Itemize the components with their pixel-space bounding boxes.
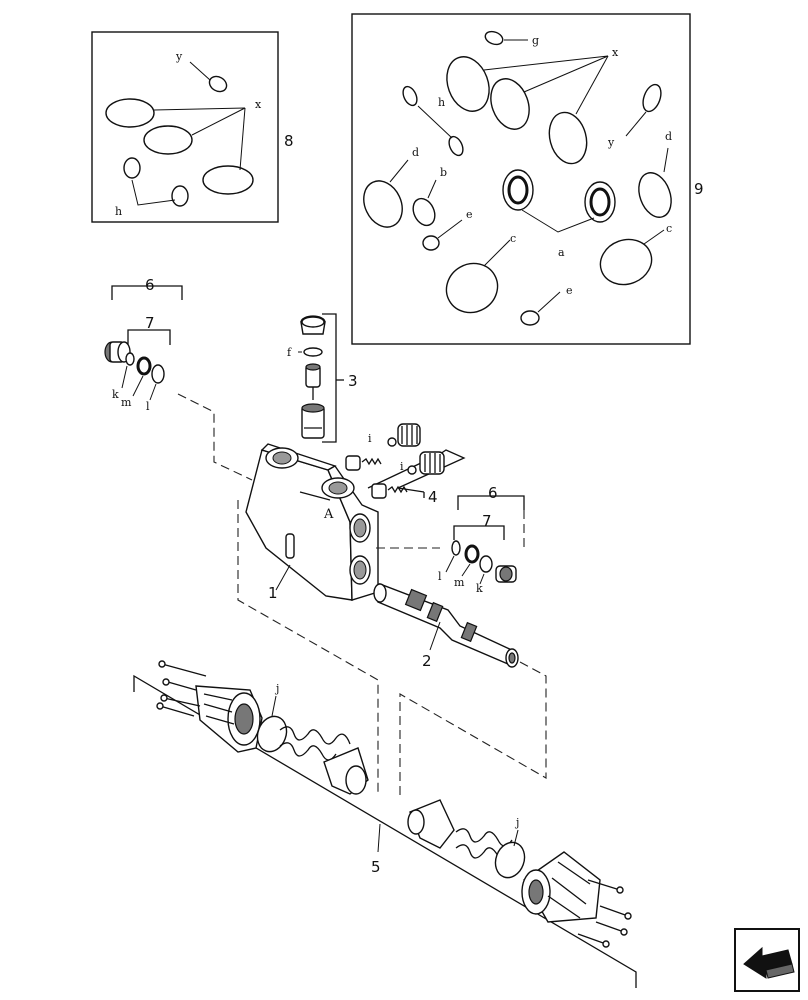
spring-group: j j [133, 660, 637, 988]
box9-letter-e-bottom: e [566, 284, 573, 297]
leader-body [275, 564, 291, 591]
relief-valve-group: f [287, 313, 344, 443]
valve-body: A [245, 443, 379, 601]
callout-2: 2 [422, 652, 432, 670]
callout-6-left: 6 [145, 276, 155, 294]
back-button[interactable] [734, 928, 800, 992]
box9-letter-d-right: d [665, 130, 672, 143]
callout-7-left: 7 [145, 314, 155, 332]
box8-letter-y: y [175, 50, 183, 63]
box9-letter-b: b [440, 166, 447, 179]
leader-body-left [237, 500, 379, 796]
spring-letter-j-left: j [274, 682, 279, 695]
box9-letter-y: y [607, 136, 615, 149]
box9-letter-h: h [438, 96, 445, 109]
body-port-a: A [323, 507, 334, 522]
callout-8: 8 [284, 132, 294, 150]
box9-letter-e-top: e [466, 208, 473, 221]
callout-7-right: 7 [482, 512, 492, 530]
callout-4: 4 [428, 488, 438, 506]
check-letter-i-bottom: i [400, 460, 404, 473]
box9-letter-a: a [558, 246, 565, 259]
left-letter-m: m [121, 396, 132, 409]
right-letter-l: l [438, 570, 442, 583]
callout-9: 9 [694, 180, 704, 198]
right-port-plug-group: l m k [376, 495, 525, 595]
left-letter-l: l [146, 400, 150, 413]
check-valve-group: i i [345, 423, 466, 499]
leader-left-plug [177, 393, 253, 481]
spool [373, 583, 519, 668]
seal-kit-box-9: g x h y d d b e c a c e [351, 13, 691, 345]
box9-letter-d-left: d [412, 146, 419, 159]
leader-body-right [399, 661, 547, 800]
right-letter-k: k [476, 582, 483, 595]
arrow-back-icon [743, 946, 795, 979]
spring-letter-j-right: j [514, 816, 519, 829]
box8-letter-x: x [255, 98, 262, 111]
callout-6-right: 6 [488, 484, 498, 502]
right-letter-m: m [454, 576, 465, 589]
left-letter-k: k [112, 388, 119, 401]
leader-spool [429, 621, 441, 651]
seal-kit-box-8: y x h [91, 31, 279, 223]
callout-5: 5 [371, 858, 381, 876]
box9-letter-c-right: c [666, 222, 672, 235]
relief-letter-f: f [287, 346, 292, 359]
left-port-plug-group: k m l [104, 285, 183, 413]
box9-letter-g: g [532, 34, 539, 47]
callout-3: 3 [348, 372, 358, 390]
box8-letter-h: h [115, 205, 122, 218]
check-letter-i-top: i [368, 432, 372, 445]
leader-spring [377, 823, 381, 853]
box9-letter-x: x [612, 46, 619, 59]
box9-letter-c-left: c [510, 232, 516, 245]
callout-1: 1 [268, 584, 278, 602]
